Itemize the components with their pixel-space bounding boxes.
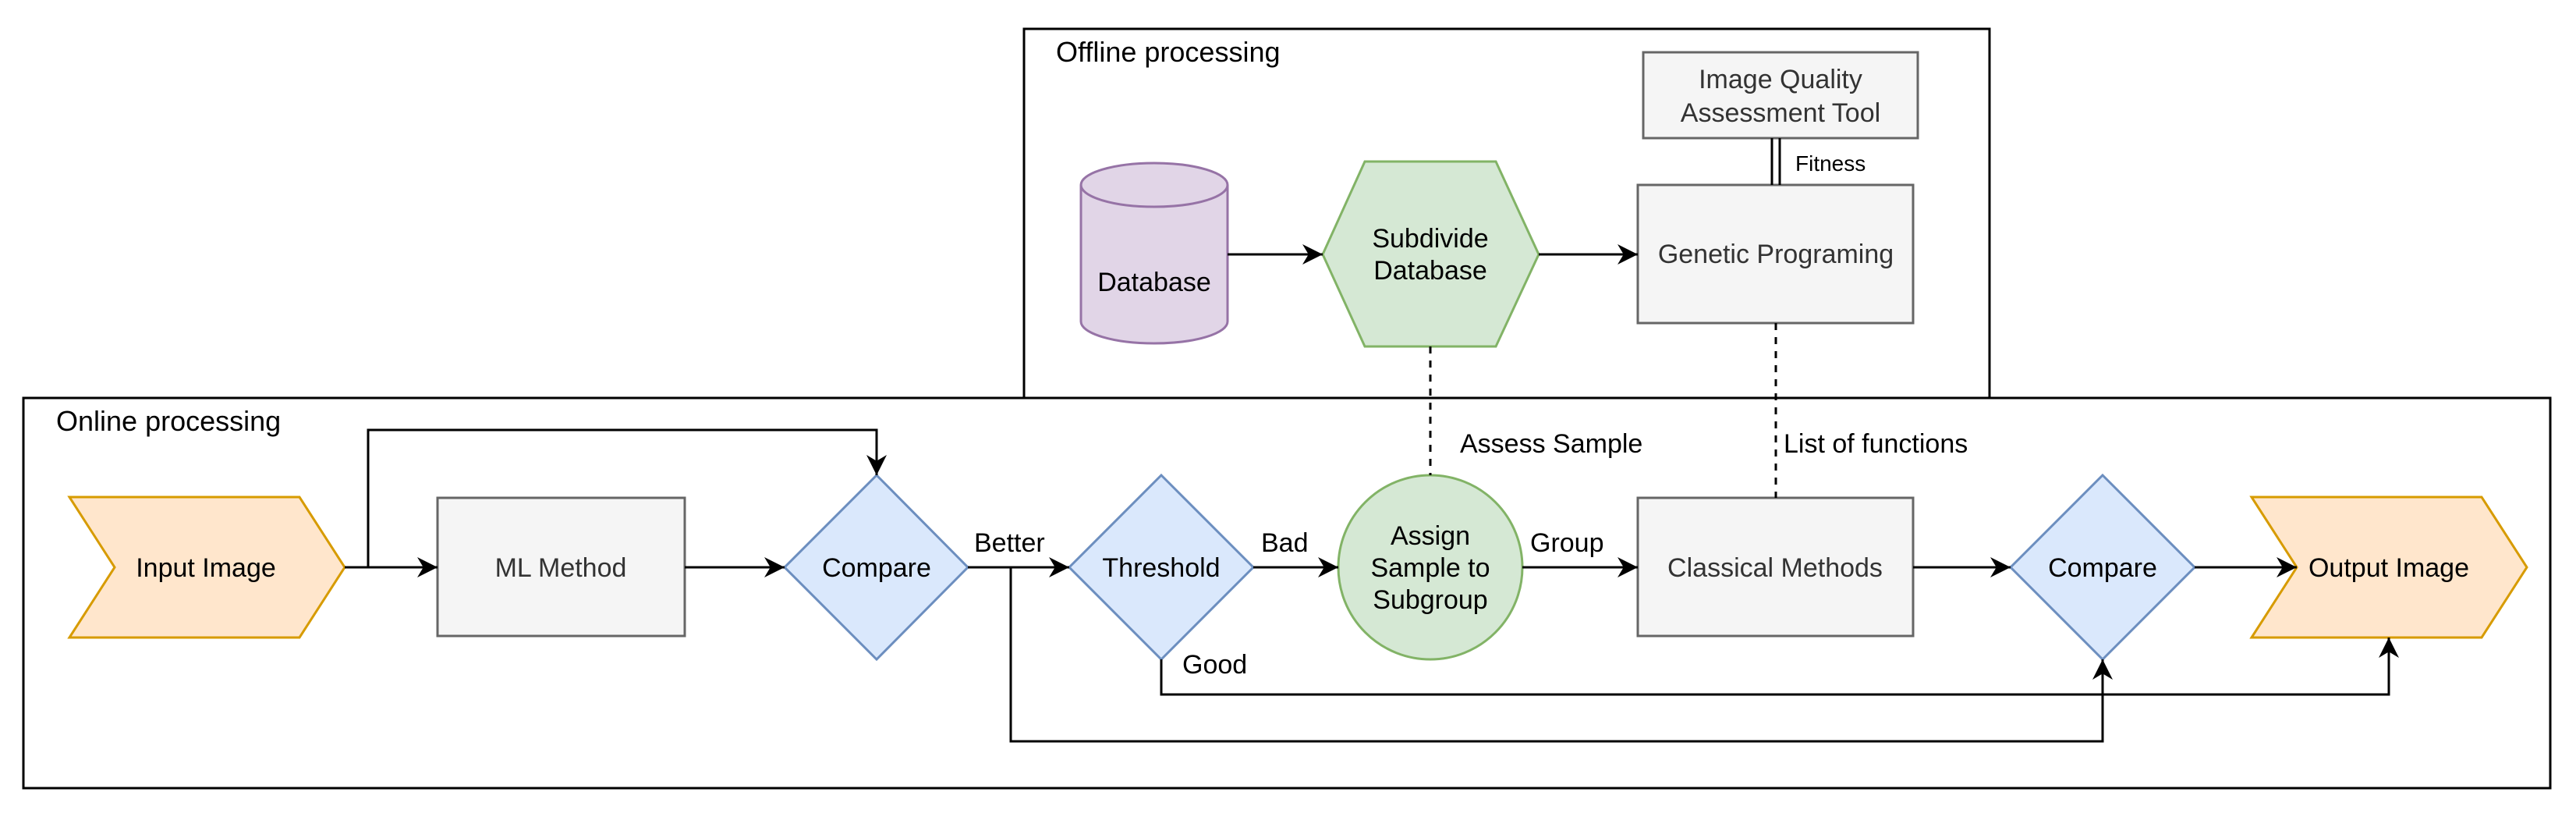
assign-label-line2: Sample to [1370,553,1490,583]
edge-iqa-genetic-fitness-link [1770,138,1781,185]
compare-1-label: Compare [822,553,931,583]
edge-threshold-good-to-output [1160,638,2399,696]
ml-method-label: ML Method [495,553,627,583]
subdivide-database-node: Subdivide Database [1321,160,1540,348]
image-quality-assessment-node: Image Quality Assessment Tool [1642,51,1919,140]
fitness-label: Fitness [1795,151,1866,176]
assign-label-line1: Assign [1391,521,1470,551]
offline-processing-title: Offline processing [1056,36,1281,68]
output-image-label: Output Image [2308,553,2469,583]
ml-method-node: ML Method [436,496,686,638]
classical-methods-node: Classical Methods [1636,496,1915,638]
database-node: Database [1079,162,1229,345]
good-label: Good [1182,650,1247,680]
bad-label: Bad [1261,528,1309,558]
input-image-label: Input Image [136,553,276,583]
online-processing-group [22,396,2552,790]
assign-label-line3: Subgroup [1373,585,1487,615]
classical-label: Classical Methods [1667,553,1883,583]
threshold-decision: Threshold [1067,473,1256,662]
compare-decision-2: Compare [2008,473,2197,662]
iqa-label-line1: Image Quality [1699,65,1862,94]
better-label: Better [974,528,1045,558]
iqa-label-line2: Assessment Tool [1681,98,1880,128]
edge-input-to-compare1-bypass [367,428,887,567]
database-label: Database [1097,268,1211,297]
threshold-label: Threshold [1102,553,1220,583]
compare-2-label: Compare [2048,553,2157,583]
online-processing-title: Online processing [56,405,281,437]
edge-better-to-compare2 [1009,567,2113,743]
assess-sample-label: Assess Sample [1460,429,1642,459]
group-label: Group [1530,528,1604,558]
input-image-node: Input Image [67,496,346,639]
assign-sample-node: Assign Sample to Subgroup [1337,474,1524,661]
subdivide-label-line1: Subdivide [1372,224,1488,254]
genetic-label: Genetic Programing [1658,240,1894,269]
output-image-node: Output Image [2249,496,2528,639]
genetic-programing-node: Genetic Programing [1636,183,1915,325]
compare-decision-1: Compare [782,473,970,662]
list-of-functions-label: List of functions [1784,429,1968,459]
subdivide-label-line2: Database [1373,256,1487,286]
